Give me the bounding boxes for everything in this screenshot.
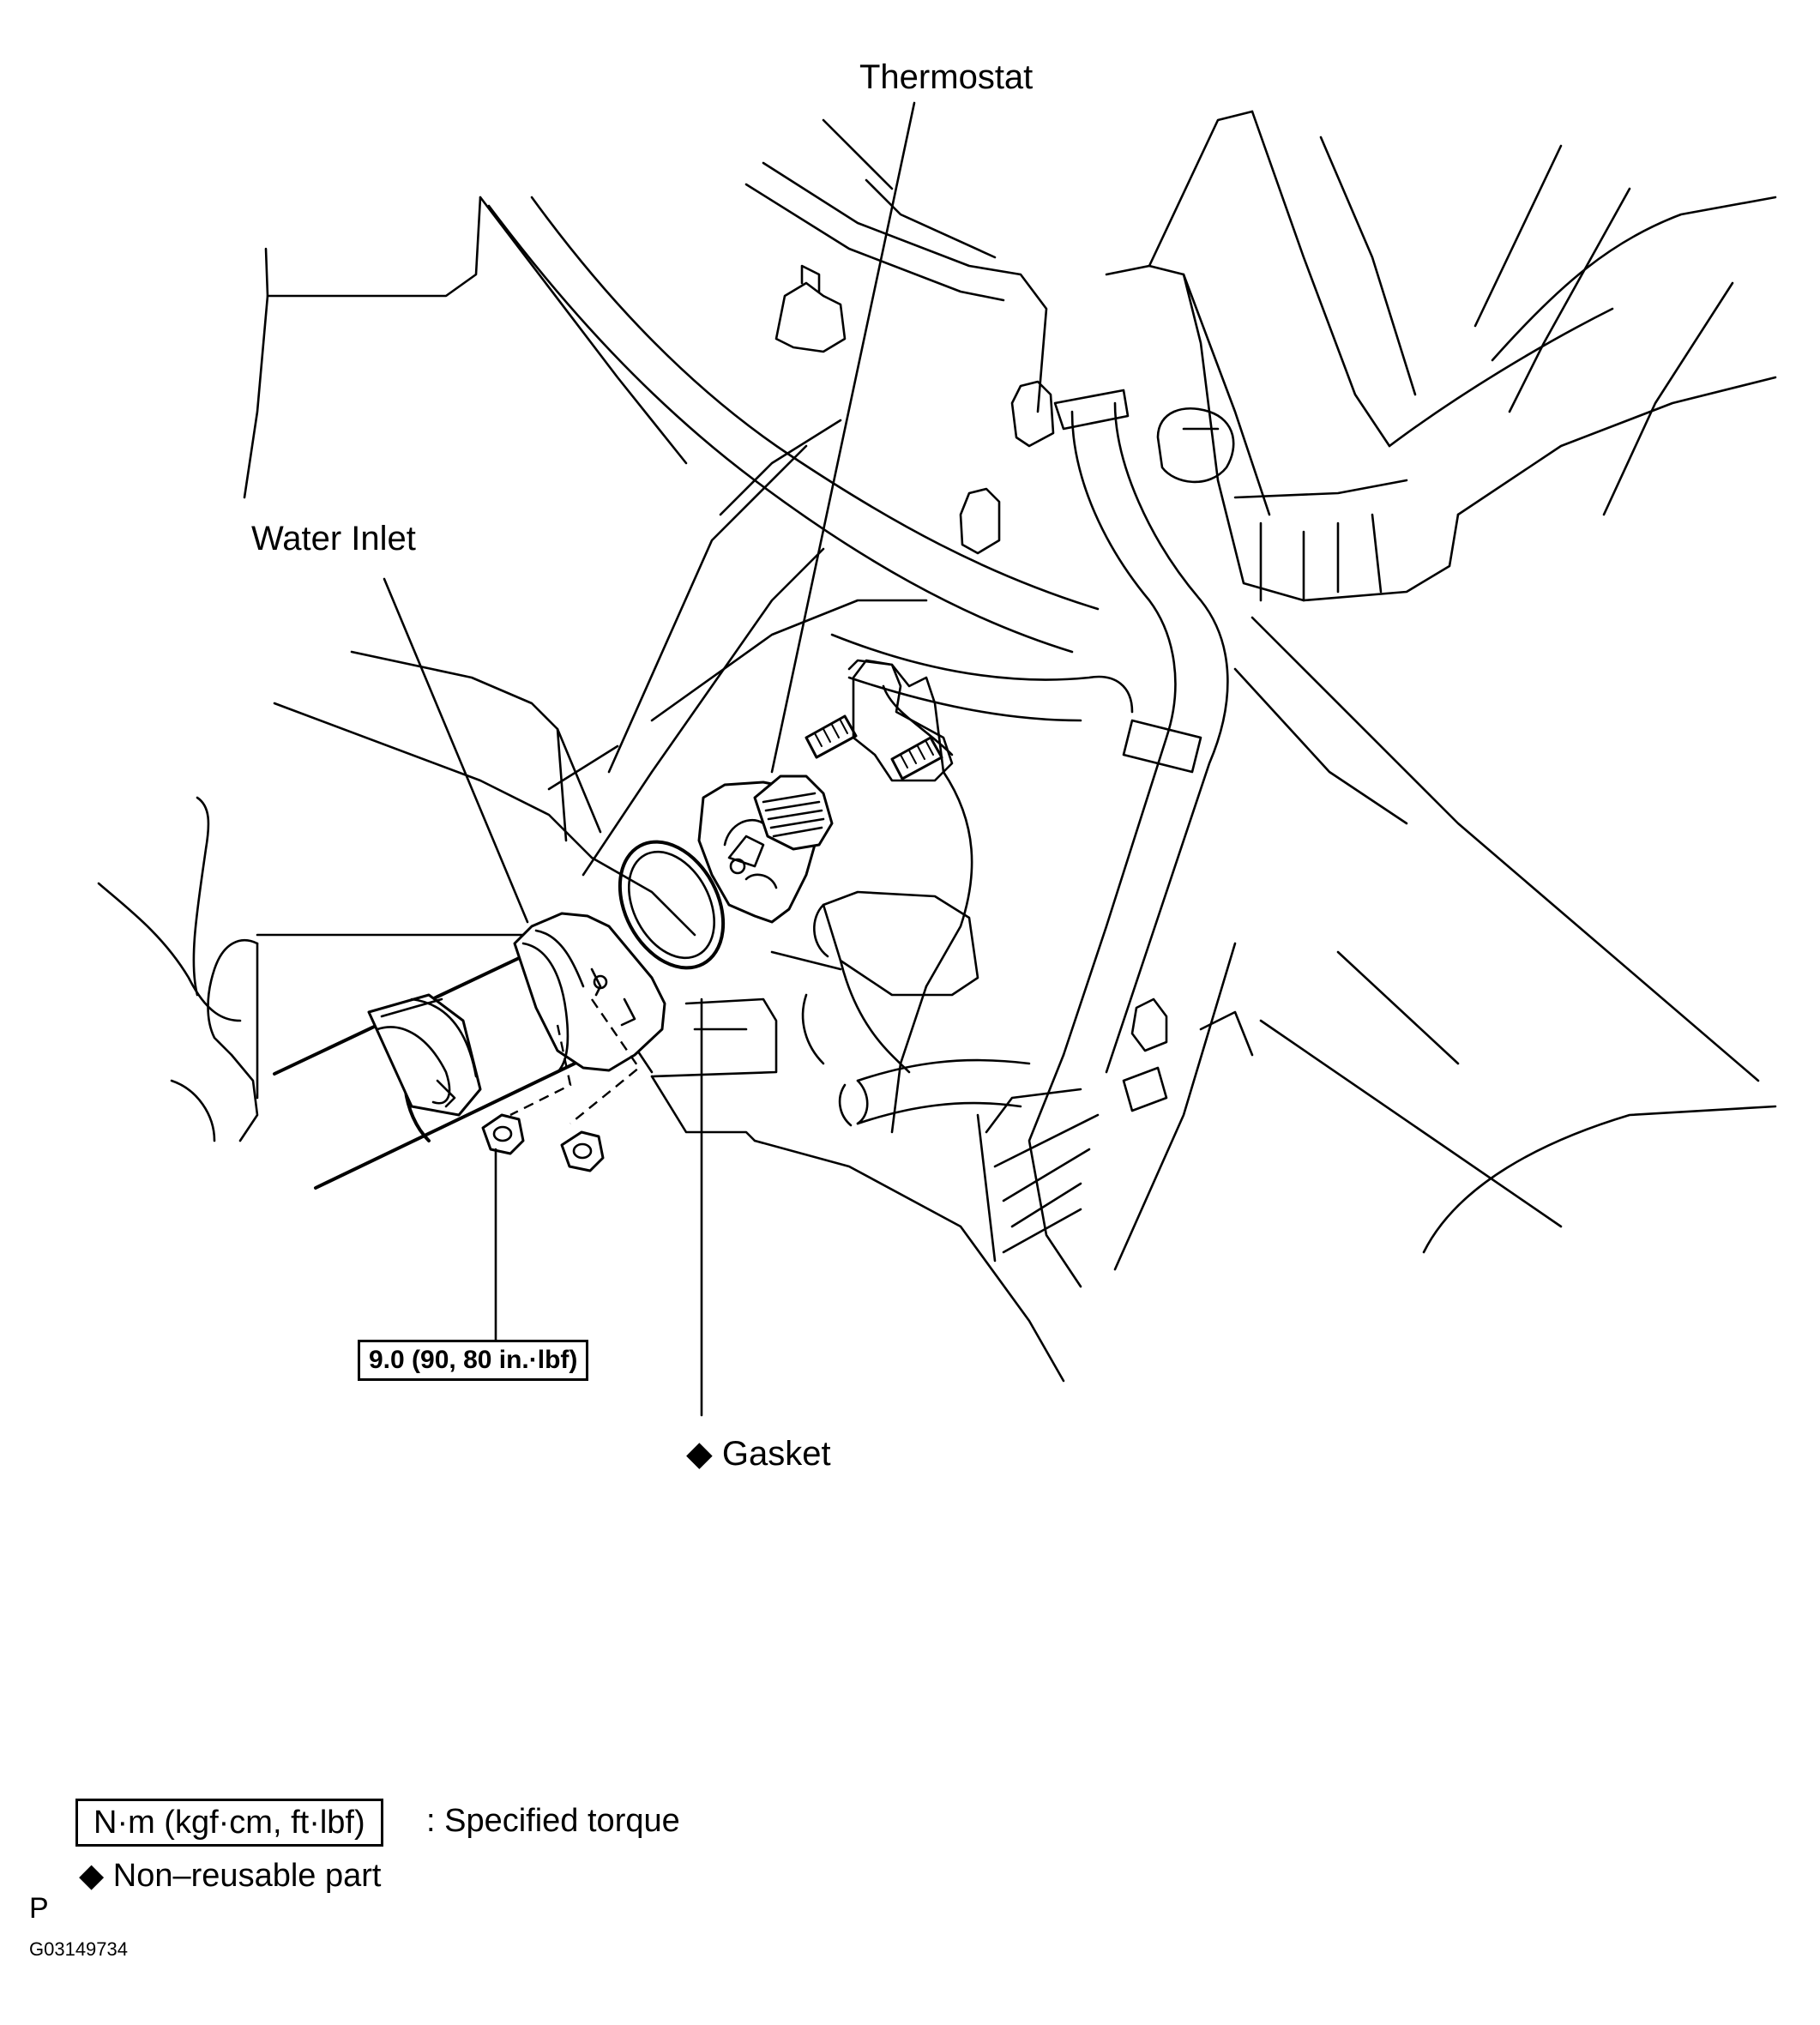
footer-letter: P (29, 1892, 49, 1925)
thermostat-leader (770, 101, 916, 774)
stud-left (805, 714, 858, 759)
water-inlet-part (273, 912, 666, 1190)
torque-spec-value: 9.0 (90, 80 in.·lbf) (369, 1346, 578, 1374)
torque-spec-box: 9.0 (90, 80 in.·lbf) (358, 1340, 589, 1381)
thermostat-label: Thermostat (859, 58, 1034, 96)
engine-bay-background (97, 110, 1777, 1383)
gasket-part (618, 840, 726, 970)
legend-torque-description: : Specified torque (426, 1803, 680, 1839)
non-reusable-diamond-icon: ◆ (686, 1435, 713, 1473)
gasket-label: ◆ Gasket (686, 1437, 831, 1471)
stud-flange (852, 659, 954, 782)
water-inlet-leader (383, 577, 529, 924)
legend-torque-unit: N·m (kgf·cm, ft·lbf) (93, 1805, 365, 1841)
figure-code: G03149734 (29, 1938, 128, 1960)
nut-right (560, 1130, 605, 1172)
legend-torque-box: N·m (kgf·cm, ft·lbf) (75, 1799, 383, 1847)
bolt-alignment-dashes (509, 998, 641, 1124)
nut-left (481, 1113, 525, 1155)
stud-right (890, 736, 943, 780)
thermostat-part (697, 774, 834, 924)
gasket-label-text: Gasket (721, 1435, 831, 1473)
legend-diamond-icon: ◆ (79, 1858, 105, 1894)
legend-nonreusable-text: Non–reusable part (112, 1858, 382, 1894)
water-inlet-label: Water Inlet (251, 520, 416, 557)
leader-lines (383, 101, 916, 1417)
legend-nonreusable: ◆ Non–reusable part (79, 1859, 381, 1892)
